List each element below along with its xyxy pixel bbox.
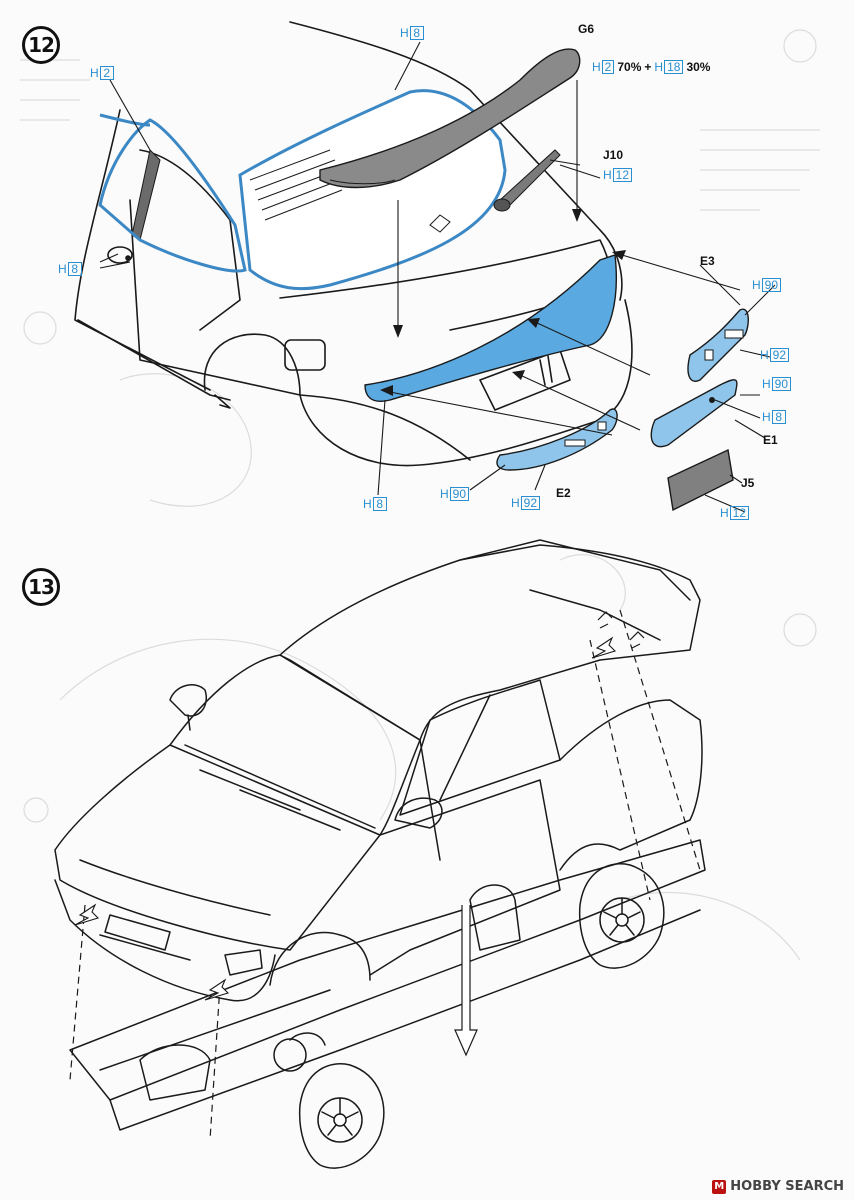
front-bumper [54, 879, 276, 1002]
defogger-lines [249, 149, 343, 221]
spoiler-mount-marks [597, 611, 645, 649]
headlight [224, 949, 263, 976]
paint-number: 90 [771, 377, 792, 391]
paint-number: 12 [729, 506, 750, 520]
mirror [394, 797, 443, 829]
door-line [419, 739, 441, 861]
body-side-line [77, 319, 231, 401]
paint-number: 18 [664, 60, 684, 74]
paint-number: 92 [520, 496, 541, 510]
step-13-badge: 13 [22, 568, 60, 606]
license-plate-j5 [667, 448, 734, 512]
mix-percent-1: 70% [617, 60, 642, 74]
front-fender-arch [269, 931, 371, 986]
license-recess [479, 349, 571, 411]
paint-prefix: H [363, 497, 372, 511]
step-12-badge: 12 [22, 26, 60, 64]
spare-area [139, 1044, 211, 1101]
assembly-arrow [454, 905, 478, 1057]
left-mirror [169, 684, 207, 717]
tail-light-e2 [496, 408, 618, 471]
paint-number: 92 [769, 348, 790, 362]
paint-number: 8 [409, 26, 424, 40]
tail-light-e3 [687, 308, 749, 382]
mix-percent-2: 30% [686, 60, 711, 74]
paint-prefix: H [752, 278, 761, 292]
paint-number: 8 [67, 262, 82, 276]
rear-wheel [578, 863, 665, 969]
roof-line [289, 21, 623, 301]
part-label-j10: J10 [603, 148, 624, 162]
part-label-g6: G6 [578, 22, 595, 36]
paint-number: 90 [449, 487, 470, 501]
paint-prefix: H [58, 262, 67, 276]
paint-prefix: H [762, 410, 771, 424]
front-wheel [298, 1063, 385, 1169]
paint-prefix: H [720, 506, 729, 520]
paint-prefix: H [762, 377, 771, 391]
part-label-e2: E2 [556, 486, 571, 500]
paint-prefix: H [400, 26, 409, 40]
side-body [369, 779, 561, 976]
part-label-e1: E1 [763, 433, 778, 447]
side-window-outline [98, 118, 247, 273]
part-label-j5: J5 [741, 476, 755, 490]
arrowheads [380, 209, 626, 396]
hood [54, 744, 381, 951]
paint-prefix: H [654, 60, 664, 74]
mix-plus: + [644, 60, 652, 74]
paint-prefix: H [90, 66, 99, 80]
side-window [399, 679, 561, 816]
windshield-wipers [199, 769, 341, 831]
chassis-frame [69, 839, 706, 1101]
seat [469, 884, 521, 951]
alignment-guides [69, 609, 701, 1141]
body-roof [279, 544, 701, 741]
paint-number: 12 [612, 168, 633, 182]
part-label-e3: E3 [700, 254, 715, 268]
body-left-edge [74, 109, 211, 391]
location-arrows [74, 636, 617, 1001]
paint-number: 8 [372, 497, 387, 511]
paint-prefix: H [760, 348, 769, 362]
fuel-lid [284, 339, 326, 371]
paint-number: 2 [99, 66, 114, 80]
grille [104, 914, 171, 951]
rear-fender [559, 699, 703, 871]
center-garnish-e1 [650, 379, 738, 448]
paint-prefix: H [440, 487, 449, 501]
hobby-search-logo-icon: M [712, 1179, 727, 1194]
paint-prefix: H [603, 168, 612, 182]
paint-prefix: H [592, 60, 601, 74]
paint-number: 2 [601, 60, 615, 74]
rear-deck [459, 539, 691, 601]
rear-bumper-lower [299, 299, 633, 467]
paint-prefix: H [511, 496, 520, 510]
watermark-text: HOBBY SEARCH [730, 1179, 844, 1194]
rear-spoiler [319, 48, 581, 189]
hobby-search-watermark: M HOBBY SEARCH [712, 1179, 844, 1194]
paint-number: 8 [771, 410, 786, 424]
paint-number: 90 [761, 278, 782, 292]
